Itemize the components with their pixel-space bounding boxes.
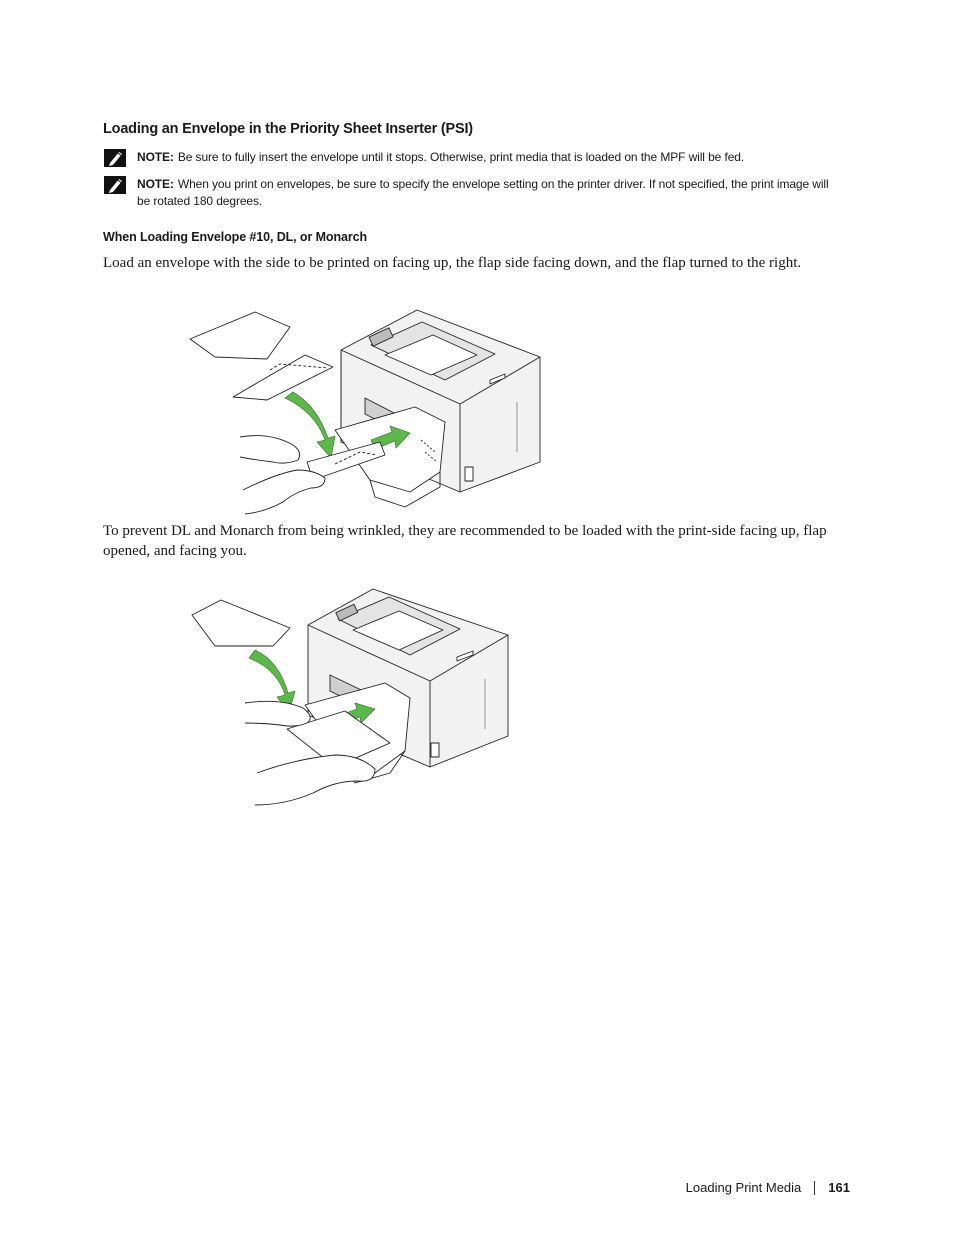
- footer-divider: [814, 1180, 816, 1195]
- subheading: When Loading Envelope #10, DL, or Monarc…: [103, 230, 367, 244]
- hand-icon: [242, 469, 326, 515]
- hand-icon: [239, 435, 301, 464]
- envelope-flap-icon: [232, 354, 334, 401]
- curved-arrow-icon: [248, 649, 296, 714]
- note-label: NOTE:: [137, 150, 174, 164]
- envelope-icon: [191, 599, 291, 647]
- hand-icon: [254, 754, 376, 806]
- pencil-note-icon: [104, 176, 126, 194]
- note-text: When you print on envelopes, be sure to …: [137, 177, 829, 208]
- page-footer: Loading Print Media 161: [686, 1180, 850, 1195]
- footer-section-title: Loading Print Media: [685, 1180, 802, 1195]
- page-number: 161: [828, 1180, 850, 1195]
- note-text: Be sure to fully insert the envelope unt…: [177, 150, 745, 164]
- body-paragraph: Load an envelope with the side to be pri…: [103, 255, 802, 271]
- note-1: NOTE:Be sure to fully insert the envelop…: [104, 149, 834, 167]
- section-title: Loading an Envelope in the Priority Shee…: [103, 121, 473, 137]
- envelope-icon: [189, 311, 291, 360]
- envelope-flap-open-illustration: [191, 588, 509, 806]
- curved-arrow-icon: [284, 391, 336, 459]
- hand-icon: [244, 700, 311, 727]
- envelope-loading-illustration: [189, 309, 541, 515]
- envelope-icon: [286, 710, 391, 768]
- note-2: NOTE:When you print on envelopes, be sur…: [104, 176, 834, 210]
- body-paragraph: To prevent DL and Monarch from being wri…: [103, 523, 827, 559]
- pencil-note-icon: [104, 149, 126, 167]
- note-label: NOTE:: [137, 177, 174, 191]
